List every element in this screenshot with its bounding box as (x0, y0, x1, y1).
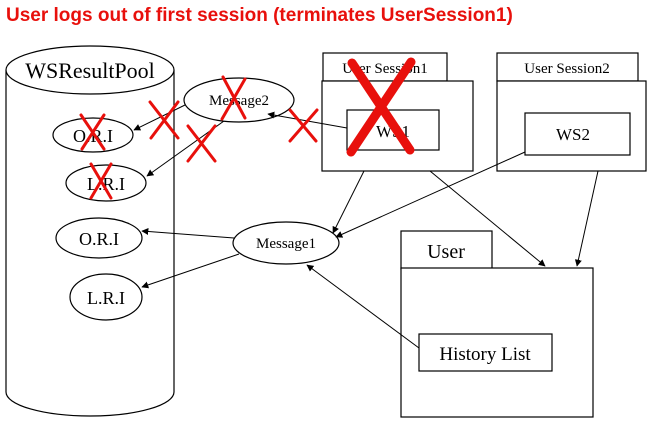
session2-label: User Session2 (524, 61, 609, 77)
pool-item-lri-2: L.R.I (69, 273, 143, 321)
user-label: User (427, 241, 465, 263)
cross-session1 (346, 57, 416, 157)
cross-edge-lri1 (186, 124, 217, 163)
cross-message2 (220, 75, 247, 121)
edge-ws2-to-message1 (335, 151, 526, 238)
ws2-box (524, 112, 631, 156)
cross-ws1-edge (288, 108, 319, 143)
diagram-title: User logs out of first session (terminat… (6, 5, 513, 26)
cross-lri1 (89, 162, 113, 200)
session1-tab (322, 52, 448, 82)
edge-message1-to-ori2 (141, 227, 235, 239)
message2-label: Message2 (209, 93, 269, 109)
pool-item-label: O.R.I (73, 126, 113, 146)
pool-item-ori-2: O.R.I (55, 217, 143, 259)
pool-item-label: L.R.I (87, 288, 125, 308)
user-block: User History List (400, 230, 594, 418)
connections (133, 104, 599, 349)
history-list-label: History List (439, 344, 531, 365)
pool-label: WSResultPool (25, 58, 155, 83)
edge-history-to-message1 (306, 264, 420, 349)
history-list-box (418, 333, 553, 372)
message1-label: Message1 (256, 236, 316, 252)
edge-message1-to-lri2 (141, 253, 240, 289)
pool-item-label: O.R.I (79, 229, 119, 249)
edge-session1-to-user (429, 170, 546, 267)
edge-session1-to-message1 (332, 170, 365, 234)
user-tab (400, 230, 493, 270)
cross-ori1 (79, 113, 106, 151)
termination-crosses (79, 57, 416, 200)
user-session2: User Session2 WS2 (496, 52, 647, 172)
ws2-label: WS2 (556, 125, 590, 144)
message1-node: Message1 (232, 221, 340, 265)
user-session1: User Session1 WS1 (321, 52, 474, 172)
edge-message2-to-ori1 (133, 104, 186, 131)
edge-session2-to-user (574, 170, 599, 267)
cross-edge-ori1 (148, 100, 180, 140)
message2-node: Message2 (183, 77, 295, 123)
